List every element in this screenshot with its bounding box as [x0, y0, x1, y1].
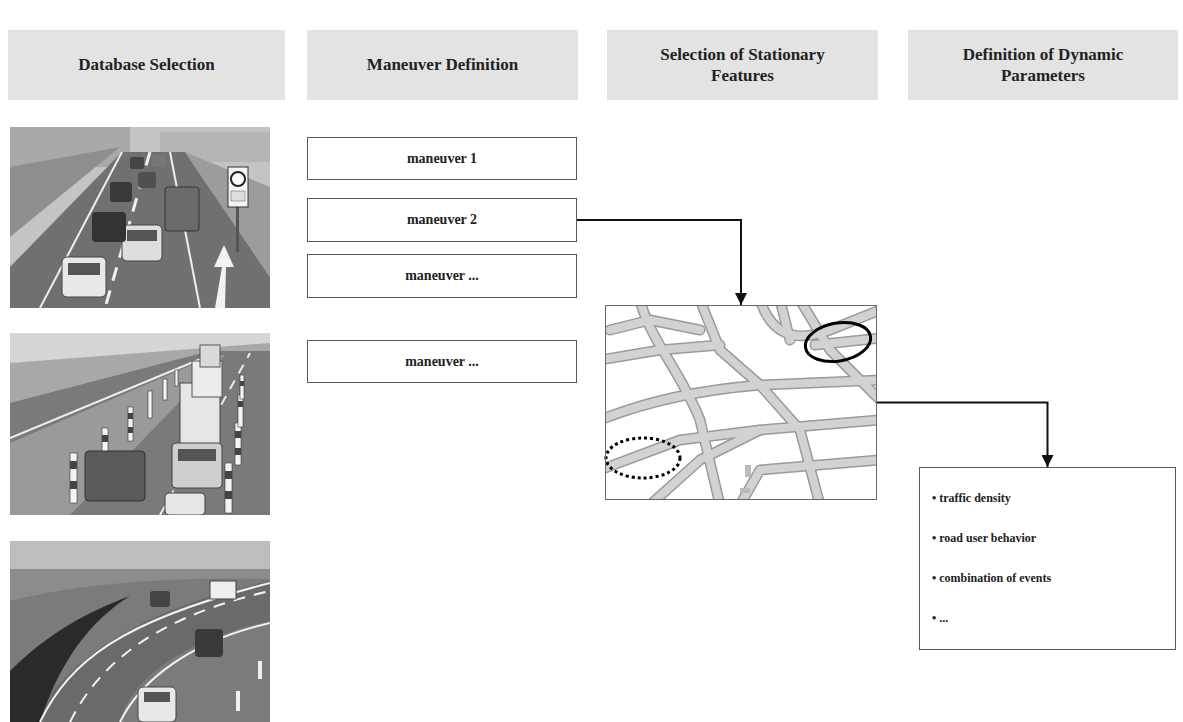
- header-text: Maneuver Definition: [367, 54, 518, 75]
- maneuver-box: maneuver ...: [307, 340, 577, 383]
- maneuver-label: maneuver 2: [407, 212, 477, 228]
- maneuver-box: maneuver 1: [307, 137, 577, 180]
- header-text: Selection of Stationary Features: [650, 44, 835, 87]
- road-scene-curve: [10, 541, 270, 722]
- highlight-ellipse: [802, 318, 874, 367]
- road-scene-construction: [10, 333, 270, 515]
- column-header: Maneuver Definition: [307, 30, 578, 100]
- map-box: [605, 305, 877, 500]
- parameter-item: • combination of events: [932, 571, 1165, 586]
- parameter-box: • traffic density • road user behavior • c…: [919, 467, 1176, 650]
- road-scene-highway: [10, 127, 270, 308]
- maneuver-box: maneuver 2: [307, 198, 577, 242]
- flow-arrow: [877, 403, 1048, 468]
- parameter-item: • ...: [932, 611, 1165, 626]
- maneuver-box: maneuver ...: [307, 254, 577, 298]
- parameter-item: • road user behavior: [932, 531, 1165, 546]
- road-map: [606, 306, 876, 499]
- header-text: Database Selection: [78, 54, 214, 75]
- maneuver-label: maneuver ...: [405, 354, 479, 370]
- flow-arrow: [577, 220, 741, 305]
- highlight-ellipse-dotted: [606, 438, 680, 478]
- column-header: Definition of Dynamic Parameters: [908, 30, 1178, 100]
- maneuver-label: maneuver ...: [405, 268, 479, 284]
- column-header: Selection of Stationary Features: [607, 30, 878, 100]
- header-text: Definition of Dynamic Parameters: [951, 44, 1136, 87]
- column-header: Database Selection: [8, 30, 285, 100]
- maneuver-label: maneuver 1: [407, 151, 477, 167]
- parameter-item: • traffic density: [932, 491, 1165, 506]
